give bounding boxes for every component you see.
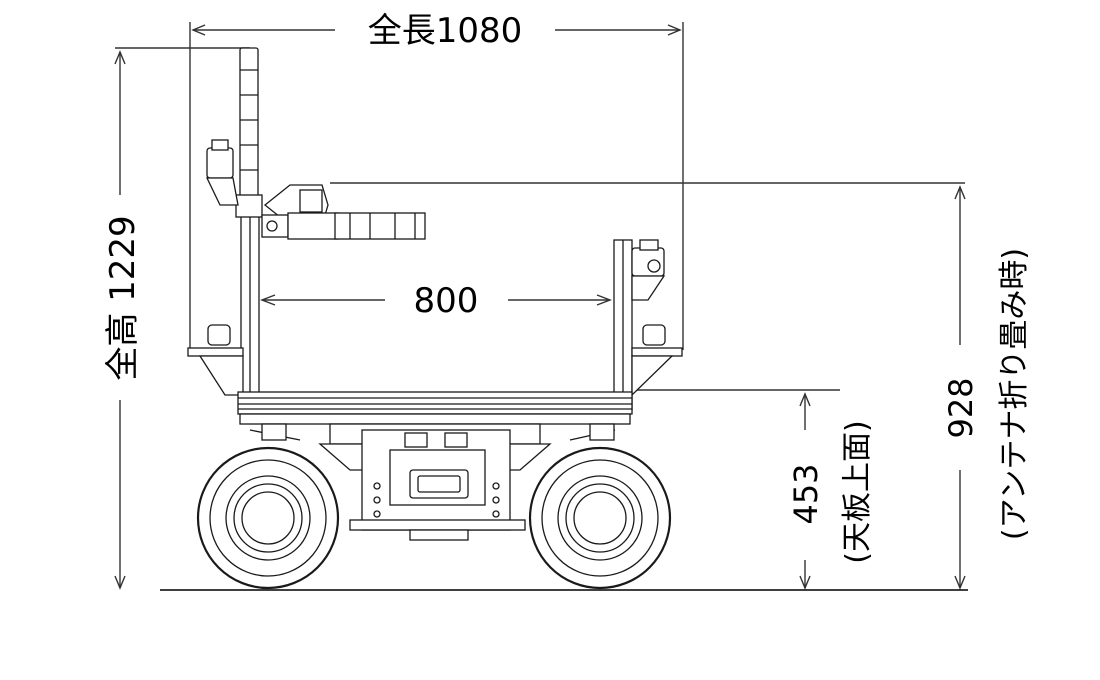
- left-bracket: [187, 324, 244, 396]
- deck-height-value: 453: [787, 463, 825, 524]
- deck-plate: [237, 391, 633, 425]
- right-bracket: [631, 324, 683, 397]
- antenna-folded-note: (アンテナ折り畳み時): [997, 248, 1032, 540]
- deck-height-note: (天板上面): [840, 420, 875, 563]
- left-suspension: [261, 423, 287, 441]
- overall-length-label: 全長1080: [368, 11, 523, 51]
- dimension-lines: [114, 22, 968, 591]
- right-wheel: [528, 446, 672, 590]
- right-suspension: [589, 423, 615, 441]
- vertical-antenna: [235, 47, 263, 218]
- antenna-folded-height-value: 928: [942, 377, 980, 438]
- overall-height-label: 全高 1229: [103, 215, 143, 380]
- left-wheel: [196, 446, 340, 590]
- chassis-frame: [249, 423, 616, 541]
- folded-antenna: [261, 184, 426, 240]
- cart-body: [187, 47, 683, 590]
- left-light-unit: [205, 139, 239, 206]
- right-sensor-unit: [631, 239, 666, 301]
- handle-span-label: 800: [414, 281, 479, 321]
